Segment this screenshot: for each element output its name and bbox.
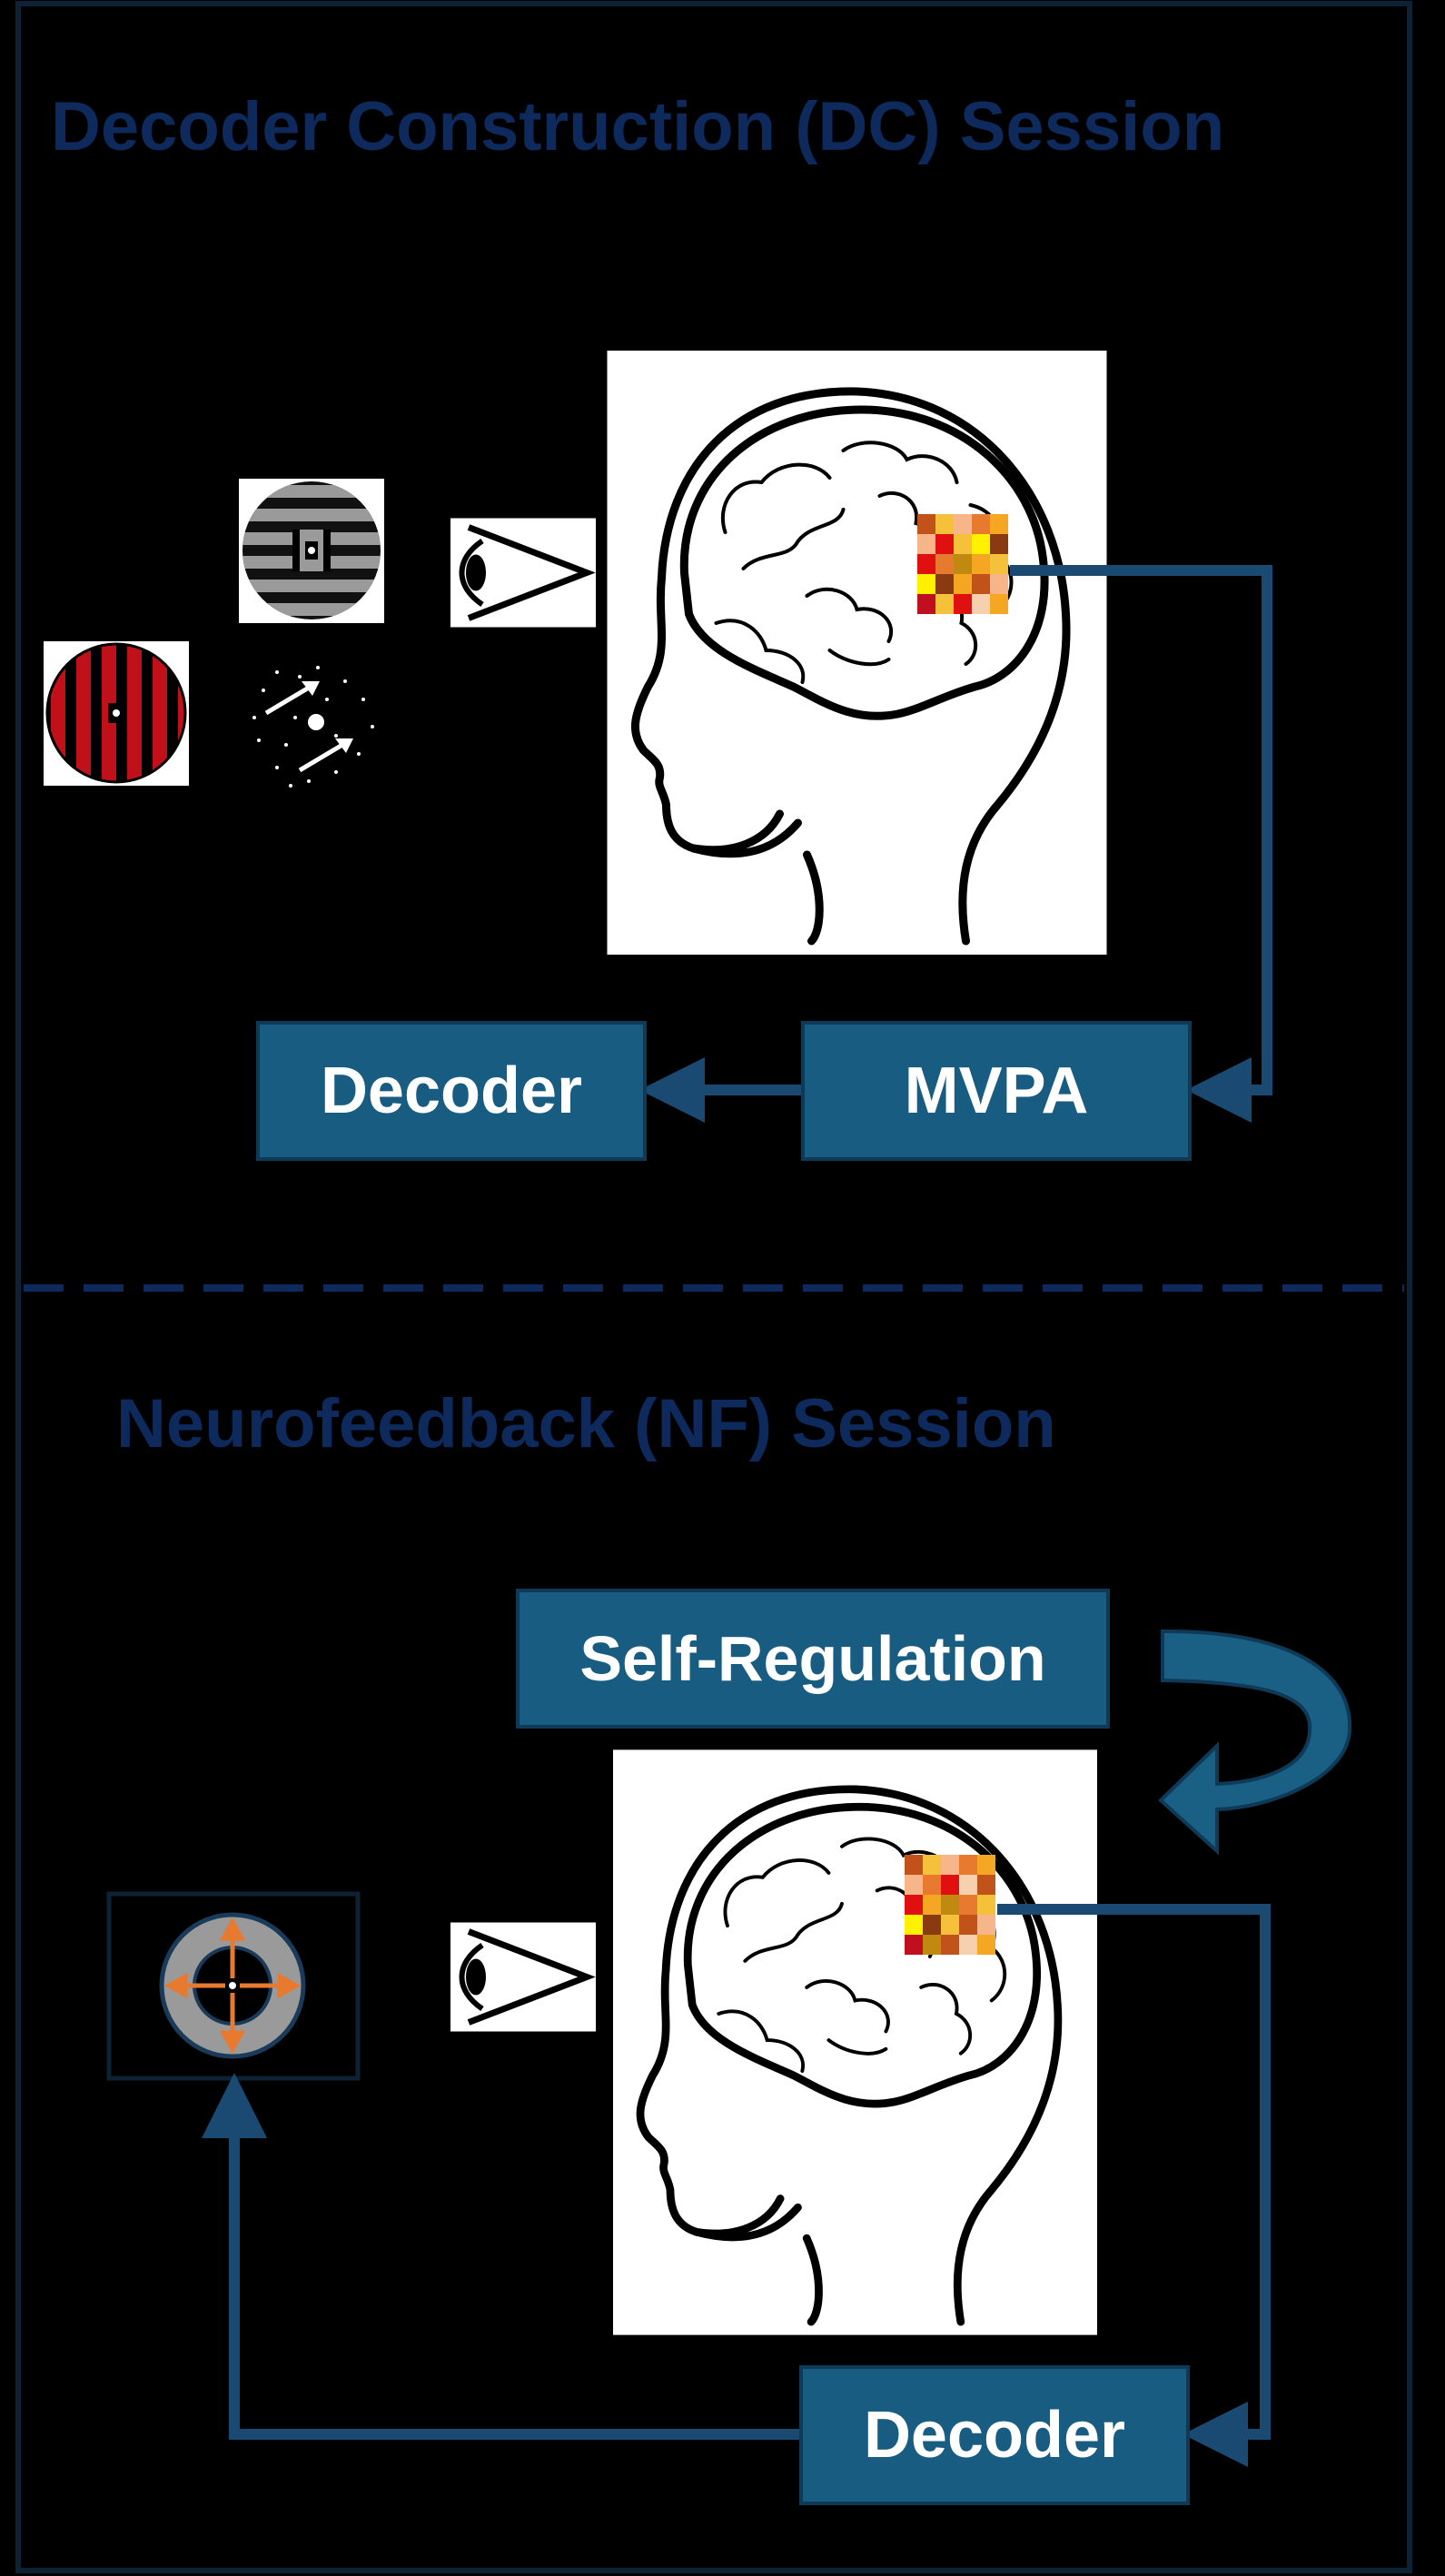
decoder-to-feedback-arrow — [202, 2073, 799, 2440]
brain-head-icon — [613, 1749, 1097, 2334]
voxel-pattern-icon — [905, 1855, 995, 1955]
eye-icon — [450, 519, 596, 628]
dc-decoder-box: Decoder — [256, 1021, 647, 1161]
self-regulation-box: Self-Regulation — [516, 1589, 1110, 1729]
red-grating-icon — [44, 641, 189, 786]
outer-frame — [15, 1, 1412, 2573]
gray-grating-icon — [239, 479, 384, 623]
nf-session-title: Neurofeedback (NF) Session — [116, 1385, 1056, 1462]
dc-session-title: Decoder Construction (DC) Session — [51, 88, 1225, 165]
voxel-to-decoder-arrow — [997, 1904, 1271, 2467]
mvpa-box: MVPA — [801, 1021, 1192, 1161]
motion-dots-icon — [252, 666, 374, 788]
feedback-display — [106, 1891, 361, 2081]
brain-head-icon — [608, 351, 1107, 955]
eye-icon — [450, 1923, 596, 2032]
curved-arrow-icon — [1158, 1629, 1352, 1856]
nf-decoder-box: Decoder — [799, 2365, 1190, 2505]
voxel-pattern-icon — [917, 514, 1008, 614]
voxel-to-mvpa-arrow — [1010, 565, 1272, 1123]
feedback-ring-icon — [163, 1917, 302, 2055]
